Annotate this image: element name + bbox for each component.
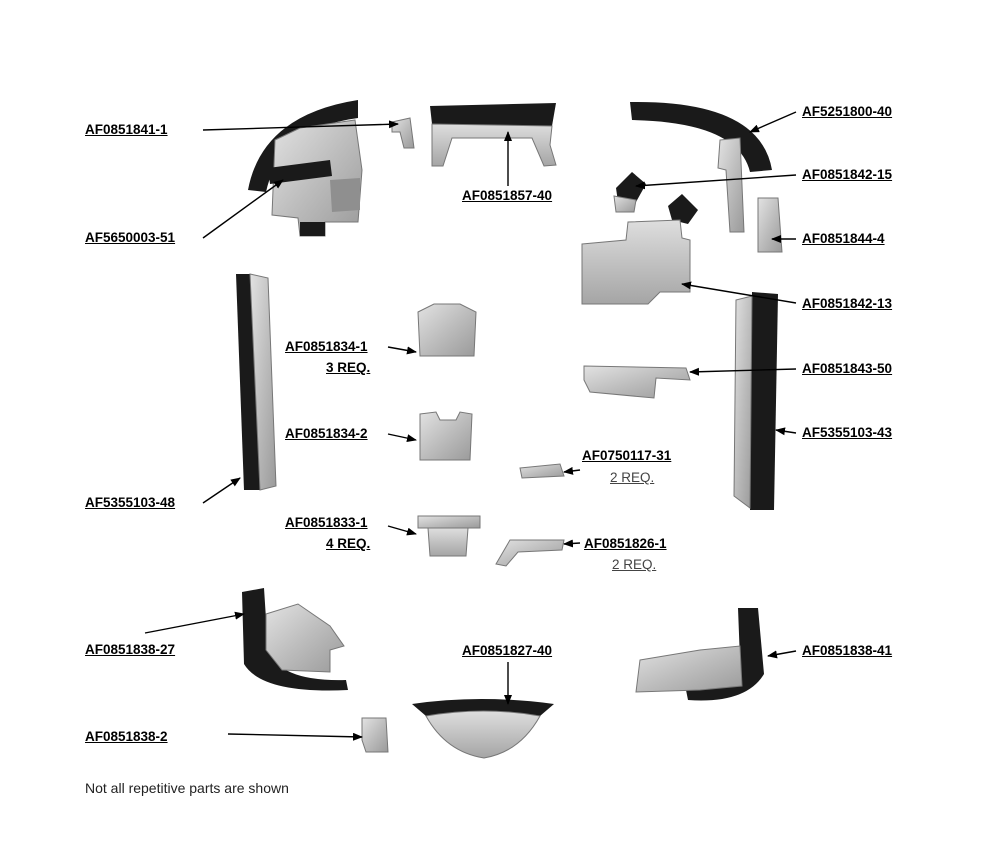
part-af0851838-41: [635, 608, 764, 701]
label-af5650003-51: AF5650003-51: [85, 230, 176, 245]
part-af0851826-1: [495, 539, 565, 567]
label-af5355103-43: AF5355103-43: [802, 425, 893, 440]
arrow-af0851834-1: [387, 346, 417, 355]
part-af0851857-40: [430, 103, 557, 167]
part-af5355103-43: [733, 292, 778, 510]
part-af0851834-2: [419, 411, 473, 461]
label-af0851843-50: AF0851843-50: [802, 361, 893, 376]
qty-af0851834-1: 3 REQ.: [326, 360, 371, 375]
label-af0851838-2: AF0851838-2: [85, 729, 168, 744]
part-af0851844-4: [757, 197, 783, 253]
qty-af0750117-31: 2 REQ.: [610, 470, 655, 485]
label-af0851857-40: AF0851857-40: [462, 188, 553, 203]
arrow-af0851834-2: [387, 433, 417, 443]
footnote: Not all repetitive parts are shown: [85, 780, 289, 796]
label-af0851826-1: AF0851826-1: [584, 536, 667, 551]
arrow-af0851838-27: [144, 611, 245, 634]
label-af0851842-15: AF0851842-15: [802, 167, 893, 182]
part-af0851833-1: [417, 515, 481, 557]
part-af0851834-1: [417, 303, 477, 357]
label-af0851833-1: AF0851833-1: [285, 515, 368, 530]
qty-af0851833-1: 4 REQ.: [326, 536, 371, 551]
label-af0851844-4: AF0851844-4: [802, 231, 885, 246]
arrow-af0851838-41: [767, 650, 797, 659]
arrow-af5650003-51: [202, 179, 284, 239]
part-af5251800-40: [630, 101, 772, 233]
arrow-af0851833-1: [387, 525, 417, 536]
label-af0851838-27: AF0851838-27: [85, 642, 176, 657]
arrow-af0851842-13: [681, 281, 797, 304]
part-af0851842-13: [581, 219, 691, 305]
part-af0750117-31: [519, 463, 565, 479]
label-af0851838-41: AF0851838-41: [802, 643, 893, 658]
label-af0851834-2: AF0851834-2: [285, 426, 368, 441]
label-af5355103-48: AF5355103-48: [85, 495, 176, 510]
label-af0851841-1: AF0851841-1: [85, 122, 168, 137]
arrow-af5251800-40: [749, 111, 797, 133]
label-af0851827-40: AF0851827-40: [462, 643, 553, 658]
part-af5355103-48: [236, 273, 277, 491]
part-af0851843-50: [583, 365, 691, 399]
part-af5650003-51: [248, 100, 363, 237]
part-af0851827-40: [412, 699, 554, 759]
arrow-af0851841-1: [202, 120, 399, 131]
arrow-af0851838-2: [227, 732, 363, 741]
arrow-af0851826-1: [563, 539, 581, 548]
label-af0851834-1: AF0851834-1: [285, 339, 368, 354]
part-af0851838-27: [242, 588, 348, 691]
label-af0851842-13: AF0851842-13: [802, 296, 893, 311]
label-af5251800-40: AF5251800-40: [802, 104, 893, 119]
part-af0851841-1: [391, 117, 415, 149]
arrow-af0750117-31: [563, 466, 581, 475]
part-af0851842-15: [613, 172, 698, 224]
arrow-af0851843-50: [689, 367, 797, 376]
qty-af0851826-1: 2 REQ.: [612, 557, 657, 572]
arrow-af0851842-15: [635, 174, 797, 190]
label-af0750117-31: AF0750117-31: [582, 448, 672, 463]
arrow-af5355103-48: [202, 477, 241, 504]
arrow-af5355103-43: [775, 427, 797, 436]
leader-arrows: [144, 111, 797, 741]
part-af0851838-2: [361, 717, 389, 753]
